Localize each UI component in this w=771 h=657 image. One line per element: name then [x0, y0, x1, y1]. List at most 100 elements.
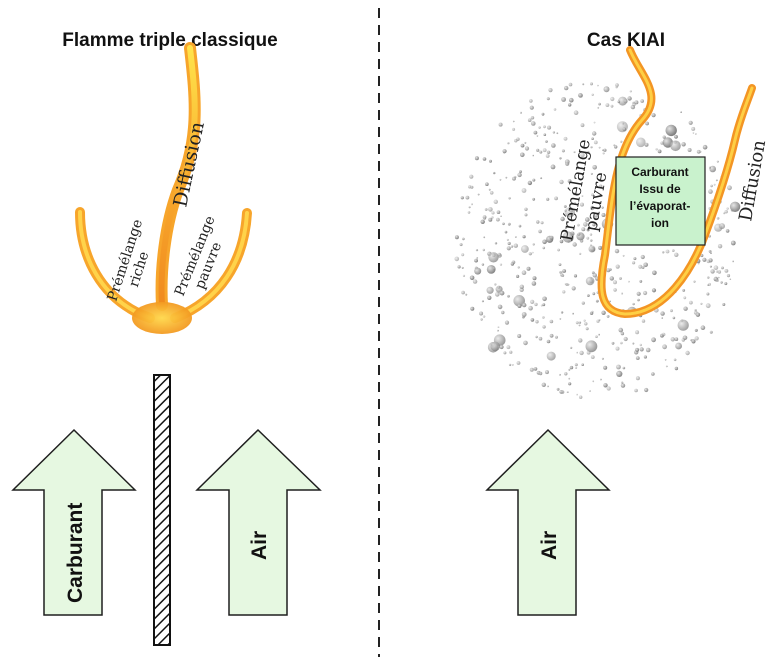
droplet	[574, 363, 578, 367]
droplet	[638, 264, 643, 269]
droplet	[530, 116, 535, 120]
droplet	[716, 160, 719, 163]
droplet	[514, 236, 517, 238]
droplet	[512, 176, 516, 181]
droplet	[504, 320, 510, 325]
droplet	[651, 372, 655, 376]
droplet	[632, 102, 636, 107]
droplet	[590, 239, 593, 242]
droplet	[710, 269, 715, 274]
droplet	[622, 366, 626, 370]
droplet	[562, 269, 567, 273]
droplet	[568, 368, 571, 371]
droplet	[729, 278, 732, 281]
droplet	[726, 207, 729, 210]
droplet	[493, 171, 496, 175]
droplet	[566, 391, 569, 393]
droplet	[603, 148, 607, 152]
droplet	[546, 97, 550, 101]
droplet	[573, 202, 576, 205]
droplet	[585, 276, 595, 286]
droplet	[547, 125, 552, 130]
droplet	[540, 221, 544, 225]
droplet	[538, 126, 541, 129]
droplet	[567, 283, 570, 286]
droplet	[528, 305, 533, 311]
droplet	[546, 197, 550, 201]
droplet	[558, 263, 562, 266]
droplet	[722, 303, 726, 306]
droplet	[524, 207, 528, 211]
droplet	[509, 350, 513, 354]
droplet	[585, 217, 590, 222]
droplet	[683, 296, 687, 300]
droplet	[494, 242, 498, 245]
droplet	[559, 157, 562, 160]
droplet	[556, 387, 560, 391]
droplet	[490, 341, 501, 352]
droplet	[590, 355, 595, 359]
droplet	[670, 337, 675, 342]
droplet	[496, 210, 501, 214]
droplet	[572, 192, 576, 196]
droplet	[532, 154, 534, 157]
droplet	[564, 283, 567, 285]
droplet	[497, 329, 499, 332]
droplet	[520, 152, 525, 158]
droplet	[561, 97, 566, 102]
droplet	[517, 172, 522, 178]
droplet	[553, 108, 557, 111]
droplet	[523, 340, 528, 346]
droplet	[569, 97, 574, 103]
droplet	[531, 121, 536, 126]
droplet	[481, 300, 484, 303]
droplet	[710, 252, 712, 255]
droplet	[672, 316, 676, 320]
droplet	[534, 302, 538, 307]
droplet	[524, 146, 530, 151]
droplet	[585, 340, 598, 353]
droplet	[521, 245, 529, 253]
droplet	[730, 240, 736, 246]
droplet	[578, 324, 581, 327]
droplet	[532, 197, 536, 201]
droplet	[721, 266, 724, 270]
droplet	[496, 217, 500, 222]
splitter-plate	[153, 374, 171, 646]
droplet	[517, 334, 522, 338]
droplet	[673, 358, 677, 362]
droplet	[614, 145, 618, 149]
droplet	[652, 270, 657, 276]
droplet	[641, 319, 646, 323]
droplet	[578, 93, 583, 98]
droplet	[706, 259, 711, 264]
droplet	[575, 321, 579, 325]
droplet	[568, 382, 572, 386]
droplet	[710, 184, 713, 188]
droplet	[468, 206, 471, 209]
droplet	[589, 390, 591, 392]
droplet	[520, 143, 525, 148]
droplet	[590, 244, 592, 247]
droplet	[482, 248, 485, 252]
droplet	[590, 82, 593, 86]
droplet	[600, 378, 602, 381]
droplet	[487, 295, 492, 300]
droplet	[581, 195, 584, 197]
droplet	[640, 254, 645, 260]
droplet	[460, 196, 464, 200]
droplet	[603, 365, 608, 370]
droplet	[628, 280, 630, 283]
droplet	[469, 275, 475, 281]
droplet	[570, 346, 573, 349]
droplet	[561, 274, 565, 277]
droplet	[461, 290, 465, 295]
left-panel-title: Flamme triple classique	[62, 30, 277, 51]
droplet	[683, 306, 688, 311]
lean-premix-label-left: Prémélange pauvre	[172, 214, 225, 299]
droplet	[542, 296, 547, 302]
droplet	[598, 333, 600, 336]
droplet	[591, 193, 595, 197]
droplet	[469, 174, 474, 179]
droplet	[621, 292, 624, 295]
